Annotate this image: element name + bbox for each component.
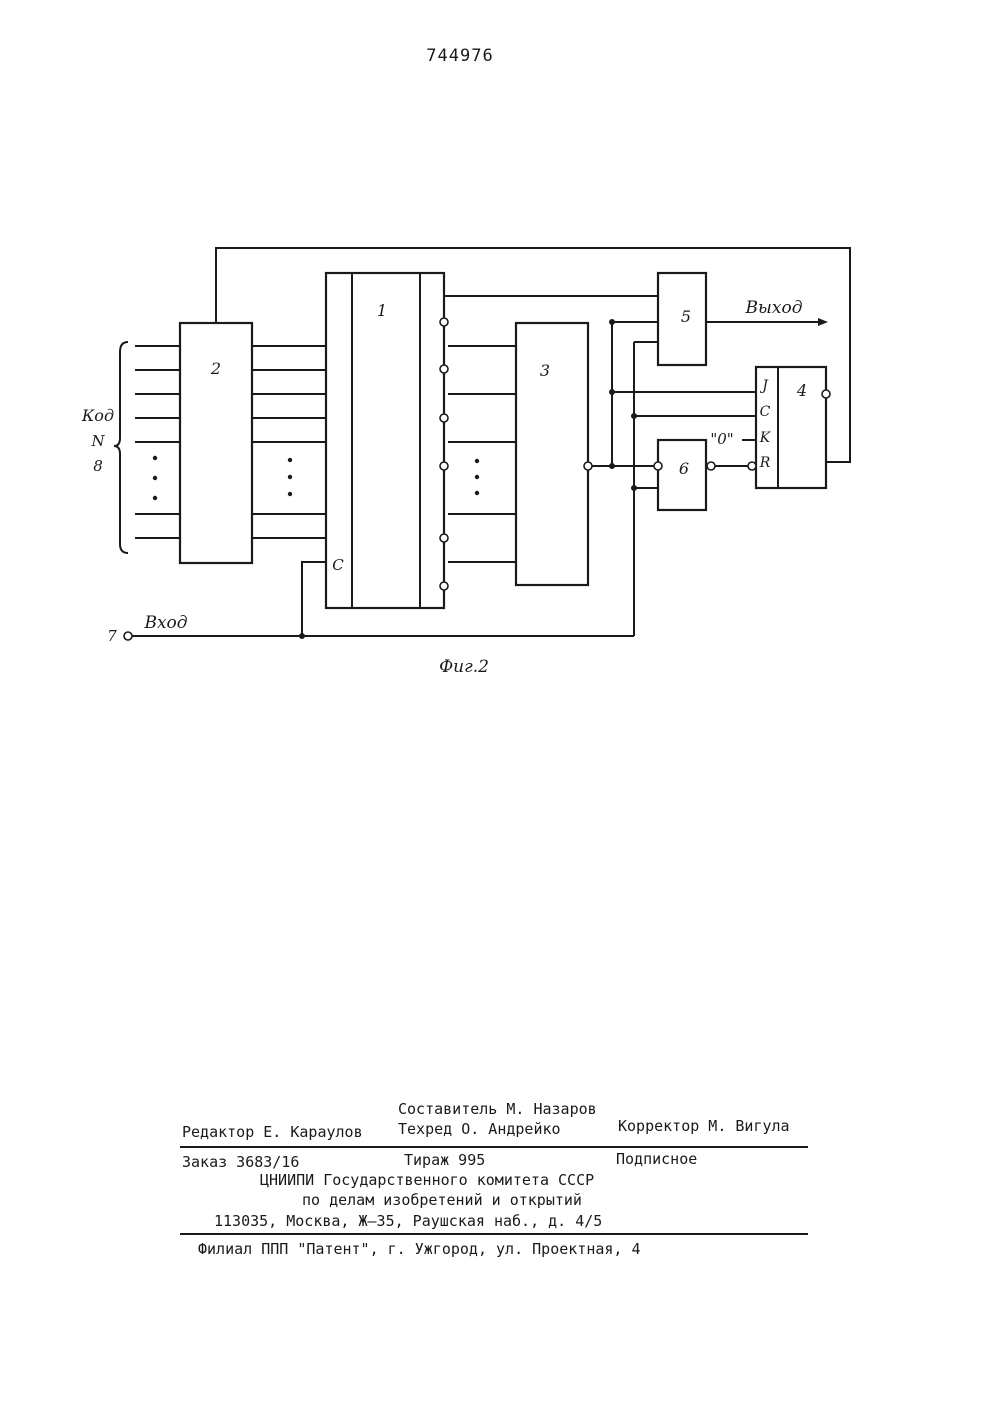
bus-2-to-1 bbox=[252, 346, 326, 538]
block-6-label: 6 bbox=[679, 459, 689, 478]
org-line-1: ЦНИИПИ Государственного комитета СССР bbox=[260, 1171, 594, 1189]
zero-level-label: "0" bbox=[710, 430, 733, 448]
block-6-output-inverter bbox=[707, 462, 715, 470]
block-3-label: 3 bbox=[540, 361, 550, 380]
block-3 bbox=[516, 323, 588, 585]
input-number: 7 bbox=[107, 627, 117, 645]
order-line: Заказ 3683/16 bbox=[182, 1153, 299, 1171]
code-number: 8 bbox=[93, 457, 103, 475]
circulation-line: Тираж 995 bbox=[404, 1151, 485, 1169]
input-label: Вход bbox=[143, 613, 187, 633]
block-5-label: 5 bbox=[681, 307, 691, 326]
block-diagram: 2 1 3 5 6 4 C J C K R "0" Выход Вход 7 К… bbox=[0, 0, 1000, 720]
composer-line: Составитель М. Назаров bbox=[398, 1100, 597, 1118]
code-brace bbox=[114, 342, 128, 553]
ff-pin-r: R bbox=[759, 455, 771, 471]
block-4-output-inverter bbox=[822, 390, 830, 398]
ff-pin-k: K bbox=[759, 430, 772, 446]
org-line-2: по делам изобретений и открытий bbox=[302, 1191, 582, 1209]
branch-line: Филиал ППП "Патент", г. Ужгород, ул. Про… bbox=[198, 1240, 641, 1258]
figure-caption: Фиг.2 bbox=[439, 657, 489, 677]
ff-pin-c: C bbox=[760, 404, 771, 420]
subscription-line: Подписное bbox=[616, 1150, 697, 1168]
output-label: Выход bbox=[745, 298, 803, 318]
techred-line: Техред О. Андрейко bbox=[398, 1120, 561, 1138]
editor-line: Редактор Е. Караулов bbox=[182, 1123, 363, 1141]
address-line: 113035, Москва, Ж–35, Раушская наб., д. … bbox=[214, 1212, 602, 1230]
clock-label: C bbox=[332, 556, 344, 574]
block-1-label: 1 bbox=[377, 301, 387, 320]
code-input-lines bbox=[135, 346, 180, 538]
block-3-output-inverter bbox=[584, 462, 592, 470]
block-2-label: 2 bbox=[210, 359, 221, 378]
block-4-label: 4 bbox=[796, 381, 807, 400]
divider-bottom bbox=[180, 1233, 808, 1235]
block-4-reset-inverter bbox=[748, 462, 756, 470]
corrector-line: Корректор М. Вигула bbox=[618, 1117, 790, 1135]
divider-top bbox=[180, 1146, 808, 1148]
code-label: Код bbox=[81, 406, 114, 425]
code-label-n: N bbox=[90, 432, 105, 450]
